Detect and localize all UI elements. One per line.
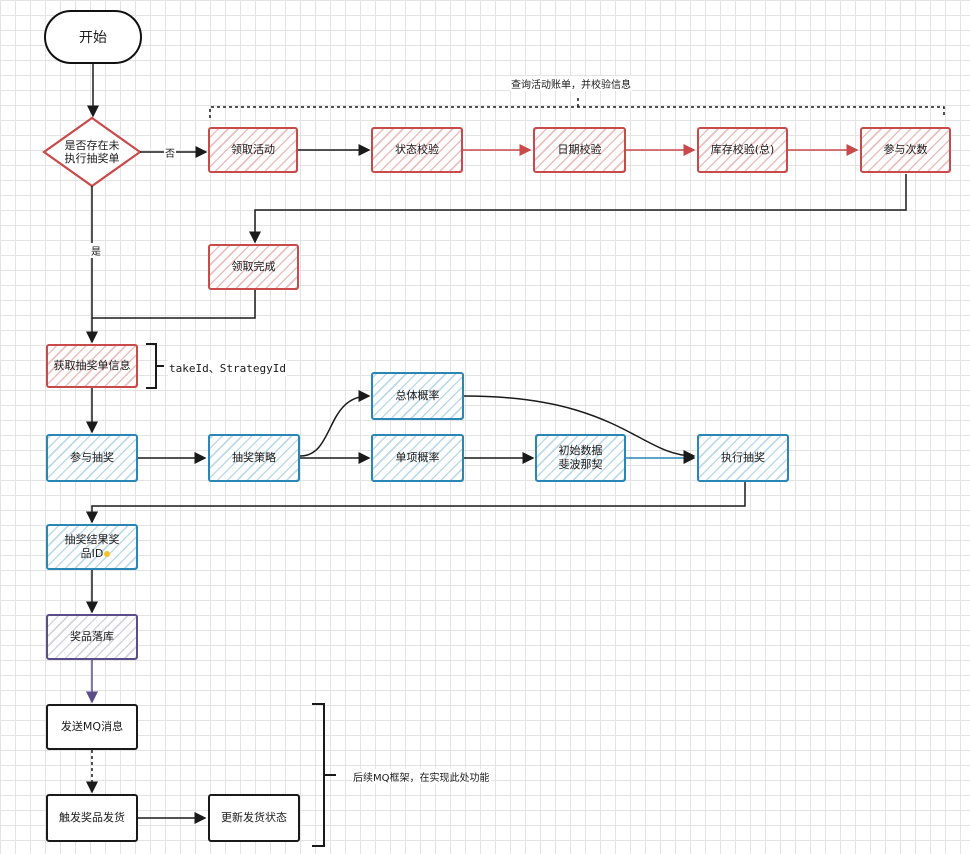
node-draw-result-text: 抽奖结果奖品ID — [64, 533, 120, 560]
edge-strategy-overall — [299, 390, 371, 457]
node-take-done: 领取完成 — [208, 244, 299, 290]
lightbulb-icon — [104, 551, 110, 557]
edge-label-yes: 是 — [90, 243, 102, 258]
node-overall-probability: 总体概率 — [371, 372, 464, 420]
getorder-bracket — [146, 343, 164, 389]
get-order-note: takeId、StrategyId — [168, 360, 287, 376]
node-send-mq: 发送MQ消息 — [46, 704, 138, 750]
node-participate-count: 参与次数 — [860, 127, 951, 173]
edge-execute-result — [86, 482, 746, 524]
top-bracket-label: 查询活动账单，并校验信息 — [510, 76, 632, 91]
bottom-bracket — [312, 703, 336, 847]
node-draw-strategy: 抽奖策略 — [208, 434, 300, 482]
node-stock-check: 库存校验(总) — [697, 127, 788, 173]
start-node: 开始 — [44, 10, 142, 64]
bottom-bracket-label: 后续MQ框架，在实现此处功能 — [352, 769, 491, 784]
edge-done-getorder — [92, 290, 256, 319]
top-bracket — [209, 98, 945, 118]
node-date-check: 日期校验 — [533, 127, 626, 173]
node-init-data: 初始数据斐波那契 — [535, 434, 626, 482]
node-state-check: 状态校验 — [371, 127, 463, 173]
node-participate-draw: 参与抽奖 — [46, 434, 138, 482]
node-trigger-ship: 触发奖品发货 — [46, 794, 138, 842]
node-draw-result: 抽奖结果奖品ID — [46, 524, 138, 570]
node-prize-persist: 奖品落库 — [46, 614, 138, 660]
node-take-activity: 领取活动 — [208, 127, 298, 173]
node-update-ship-status: 更新发货状态 — [208, 794, 300, 842]
decision-label: 是否存在未执行抽奖单 — [64, 139, 120, 165]
edge-label-no: 否 — [164, 145, 176, 160]
node-single-probability: 单项概率 — [371, 434, 464, 482]
node-get-order: 获取抽奖单信息 — [46, 344, 138, 388]
edge-count-done — [249, 174, 907, 244]
node-execute-draw: 执行抽奖 — [697, 434, 789, 482]
